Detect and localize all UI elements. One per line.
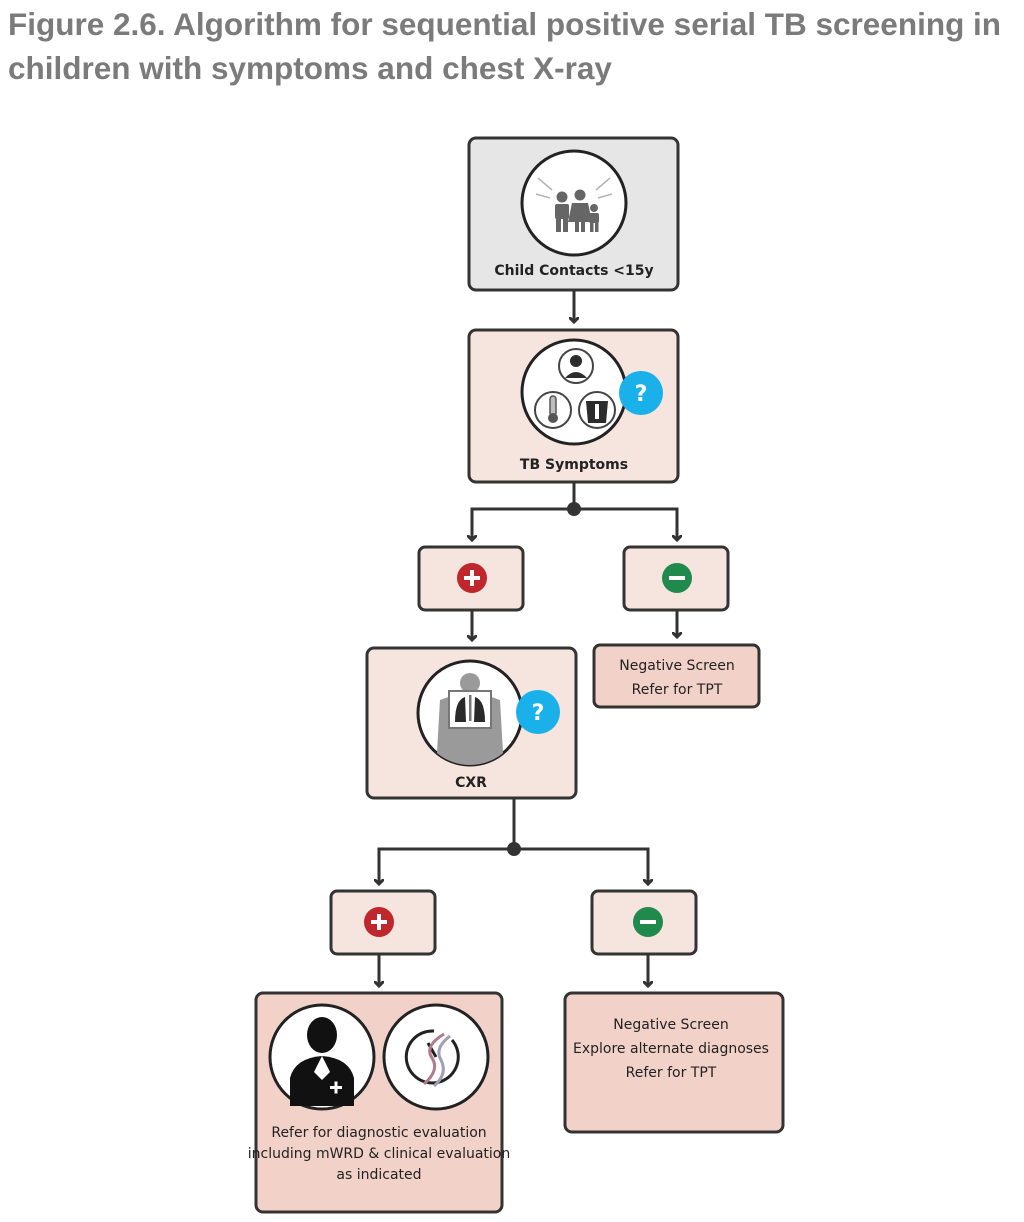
plus-icon <box>364 907 394 937</box>
node-symptoms-negative <box>622 545 730 612</box>
cxr-negative-outcome-line-3: Refer for TPT <box>626 1065 717 1081</box>
family-icon <box>520 149 628 257</box>
node-tb-symptoms: ? TB Symptoms <box>467 328 680 484</box>
cxr-negative-outcome-line-2: Explore alternate diagnoses <box>573 1041 769 1057</box>
node-tb-symptoms-label: TB Symptoms <box>520 457 628 473</box>
node-child-contacts-label: Child Contacts <15y <box>494 263 653 279</box>
doctor-icon <box>268 1003 376 1111</box>
minus-icon <box>662 563 692 593</box>
cxr-positive-outcome-line-1: Refer for diagnostic evaluation <box>271 1125 486 1141</box>
symptoms-icon <box>520 338 628 446</box>
connectors <box>379 290 677 986</box>
cxr-positive-outcome-line-2: including mWRD & clinical evaluation <box>248 1146 511 1162</box>
arrow-split-to-cxr-positive <box>379 847 514 884</box>
minus-icon <box>633 907 663 937</box>
symptoms-negative-outcome-line-1: Negative Screen <box>619 658 734 674</box>
node-cxr: ? CXR <box>365 646 578 800</box>
cxr-question-mark: ? <box>532 701 545 726</box>
arrow-split-to-symptoms-positive <box>472 507 574 540</box>
figure-title-line-1: Figure 2.6. Algorithm for sequential pos… <box>8 6 1002 42</box>
chest-xray-icon <box>416 659 524 767</box>
node-symptoms-negative-outcome: Negative Screen Refer for TPT <box>592 643 761 709</box>
arrow-split-to-symptoms-negative <box>574 507 677 540</box>
node-cxr-positive <box>329 889 437 956</box>
plus-icon <box>457 563 487 593</box>
node-cxr-positive-outcome: Refer for diagnostic evaluation includin… <box>248 991 511 1214</box>
split-dot-symptoms <box>567 502 581 516</box>
arrow-split-to-cxr-negative <box>514 847 648 884</box>
cxr-positive-outcome-line-3: as indicated <box>336 1167 421 1183</box>
cxr-question-badge: ? <box>516 690 560 734</box>
figure-title: Figure 2.6. Algorithm for sequential pos… <box>8 2 1018 90</box>
figure-title-line-2: children with symptoms and chest X-ray <box>8 50 612 86</box>
symptoms-question-mark: ? <box>635 382 648 407</box>
node-symptoms-positive <box>417 545 525 612</box>
symptoms-question-badge: ? <box>619 371 663 415</box>
symptoms-negative-outcome-line-2: Refer for TPT <box>632 682 723 698</box>
cxr-negative-outcome-line-1: Negative Screen <box>613 1017 728 1033</box>
node-cxr-label: CXR <box>455 775 487 791</box>
dna-test-icon <box>382 1003 490 1111</box>
node-cxr-negative <box>590 889 698 956</box>
node-child-contacts: Child Contacts <15y <box>467 136 680 292</box>
node-cxr-negative-outcome: Negative Screen Explore alternate diagno… <box>563 991 785 1134</box>
split-dot-cxr <box>507 842 521 856</box>
